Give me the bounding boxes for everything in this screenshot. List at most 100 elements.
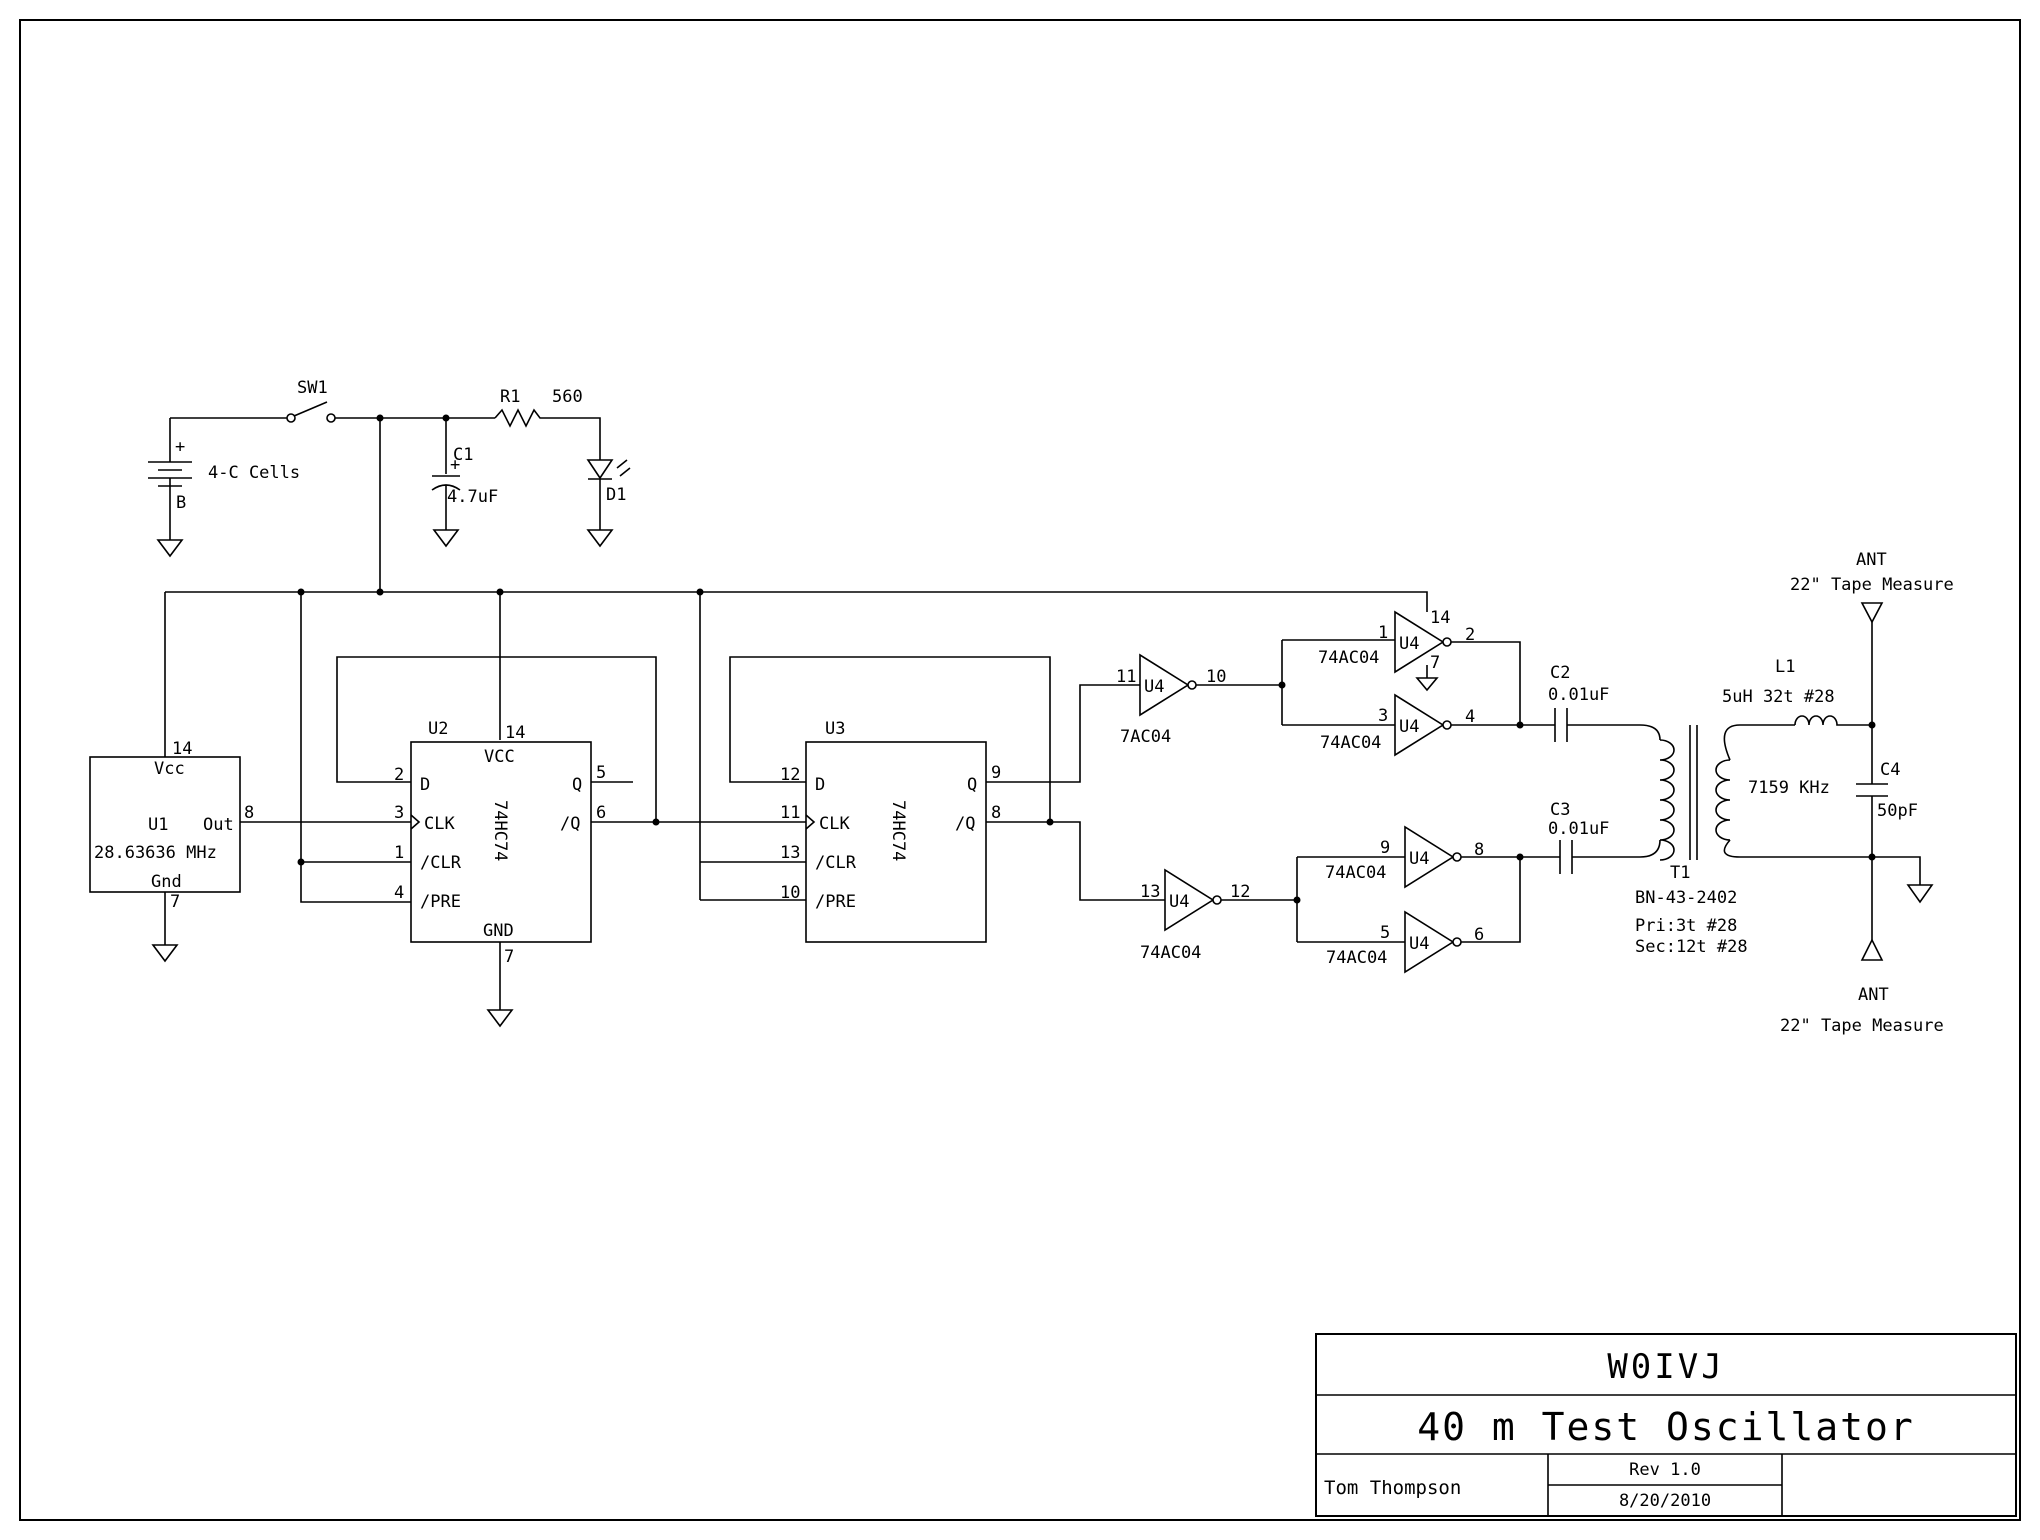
wire-vcc-rail <box>164 418 1428 903</box>
pin-number: 7 <box>504 947 514 967</box>
battery-plus: + <box>175 437 185 457</box>
inverter-u4-b: U4 74AC04 13 12 <box>1140 868 1250 963</box>
wire-secondary-bottom <box>1723 839 1921 885</box>
antenna-top: ANT 22" Tape Measure <box>1790 550 1954 624</box>
oscillator-u1: Vcc U1 Out 28.63636 MHz Gnd 14 8 7 <box>89 739 254 912</box>
antenna-bottom: ANT 22" Tape Measure <box>1780 938 1944 1036</box>
pin-number: 11 <box>780 803 800 823</box>
u3-qn-label: /Q <box>955 814 975 834</box>
antenna-top-desc: 22" Tape Measure <box>1790 575 1954 595</box>
inverter-part: 74AC04 <box>1318 648 1379 668</box>
switch-sw1: SW1 <box>286 378 336 423</box>
resistor-ref: R1 <box>500 387 520 407</box>
junction <box>1516 853 1524 861</box>
pin-number: 3 <box>394 803 404 823</box>
title-date: 8/20/2010 <box>1619 1491 1711 1511</box>
pin-number: 14 <box>172 739 192 759</box>
pin-number: 5 <box>596 763 606 783</box>
led-d1: D1 <box>586 459 631 530</box>
pin-number: 7 <box>1430 653 1440 673</box>
inverter-ref: U4 <box>1399 634 1419 654</box>
u2-ref: U2 <box>428 719 448 739</box>
pin-number: 12 <box>1230 882 1250 902</box>
pin-number: 10 <box>1206 667 1226 687</box>
wire-c2-primary <box>1567 724 1661 741</box>
junction <box>652 818 660 826</box>
battery-label: 4-C Cells <box>208 463 300 483</box>
pin-number: 4 <box>394 883 404 903</box>
inverter-part: 74AC04 <box>1320 733 1381 753</box>
junction <box>1516 721 1524 729</box>
l1-ref: L1 <box>1775 657 1795 677</box>
u1-out: Out <box>203 815 234 835</box>
pin-number: 11 <box>1116 667 1136 687</box>
c3-ref: C3 <box>1550 800 1570 820</box>
ground-battery <box>156 539 184 558</box>
junction <box>442 414 450 422</box>
pin-number: 2 <box>1465 625 1475 645</box>
ground-led <box>586 529 614 548</box>
u2-clk-label: CLK <box>424 814 455 834</box>
junction <box>376 588 384 596</box>
wire-inv-pair-bottom <box>1461 856 1560 943</box>
pin-number: 12 <box>780 765 800 785</box>
wire-inv-pair-top <box>1451 641 1555 726</box>
sheet-border <box>19 19 2021 1521</box>
c3-value: 0.01uF <box>1548 819 1609 839</box>
battery-ref: B <box>176 493 186 513</box>
title-author: Tom Thompson <box>1324 1477 1461 1499</box>
pin-number: 4 <box>1465 707 1475 727</box>
u2-part: 74HC74 <box>490 800 510 861</box>
u2-qn-label: /Q <box>560 814 580 834</box>
pin-number: 13 <box>780 843 800 863</box>
pin-number: 7 <box>170 892 180 912</box>
u3-d-label: D <box>815 775 825 795</box>
u2-d-label: D <box>420 775 430 795</box>
pin-number: 14 <box>505 723 525 743</box>
u3-pre-label: /PRE <box>815 892 856 912</box>
u3-q-label: Q <box>967 775 977 795</box>
switch-ref: SW1 <box>297 378 328 398</box>
u2-gnd: GND <box>483 921 514 941</box>
inverter-u4-c: U4 74AC04 1 2 14 7 <box>1318 608 1475 692</box>
wire-secondary-top <box>1723 724 1795 761</box>
c2-value: 0.01uF <box>1548 685 1609 705</box>
junction <box>1293 896 1301 904</box>
ground-u1 <box>151 944 179 963</box>
pin-number: 6 <box>1474 925 1484 945</box>
c2-ref: C2 <box>1550 663 1570 683</box>
flipflop-u3: U3 D CLK /CLR /PRE Q /Q 74HC74 12 11 13 … <box>780 719 1001 943</box>
title-main: 40 m Test Oscillator <box>1417 1405 1915 1449</box>
antenna-top-label: ANT <box>1856 550 1887 570</box>
u1-freq: 28.63636 MHz <box>94 843 217 863</box>
inverter-part: 74AC04 <box>1140 943 1201 963</box>
inverter-u4-d: U4 74AC04 3 4 <box>1320 693 1475 757</box>
u3-ref: U3 <box>825 719 845 739</box>
u2-vcc: VCC <box>484 747 515 767</box>
pin-number: 2 <box>394 765 404 785</box>
u1-vcc: Vcc <box>154 759 185 779</box>
t1-sec: Sec:12t #28 <box>1635 937 1748 957</box>
title-rev: Rev 1.0 <box>1629 1460 1701 1480</box>
resistor-value: 560 <box>552 387 583 407</box>
inverter-part: 7AC04 <box>1120 727 1171 747</box>
junction <box>297 588 305 596</box>
pin-number: 8 <box>1474 840 1484 860</box>
ground-secondary <box>1906 884 1934 904</box>
frequency-label: 7159 KHz <box>1748 778 1830 798</box>
c1-value: 4.7uF <box>447 487 498 507</box>
inverter-ref: U4 <box>1399 717 1419 737</box>
pin-number: 13 <box>1140 882 1160 902</box>
inverter-u4-a: U4 7AC04 11 10 <box>1116 653 1226 747</box>
inductor-l1: L1 5uH 32t #28 <box>1722 657 1872 726</box>
u3-clk-label: CLK <box>819 814 850 834</box>
capacitor-c2: C2 0.01uF <box>1548 663 1609 742</box>
pin-number: 9 <box>991 763 1001 783</box>
pin-number: 1 <box>1378 623 1388 643</box>
flipflop-u2: U2 VCC GND D CLK /CLR /PRE Q /Q 74HC74 2… <box>394 719 606 967</box>
l1-value: 5uH 32t #28 <box>1722 687 1835 707</box>
title-block: W0IVJ 40 m Test Oscillator Tom Thompson … <box>1315 1333 2017 1517</box>
t1-core: BN-43-2402 <box>1635 888 1737 908</box>
u2-pre-label: /PRE <box>420 892 461 912</box>
